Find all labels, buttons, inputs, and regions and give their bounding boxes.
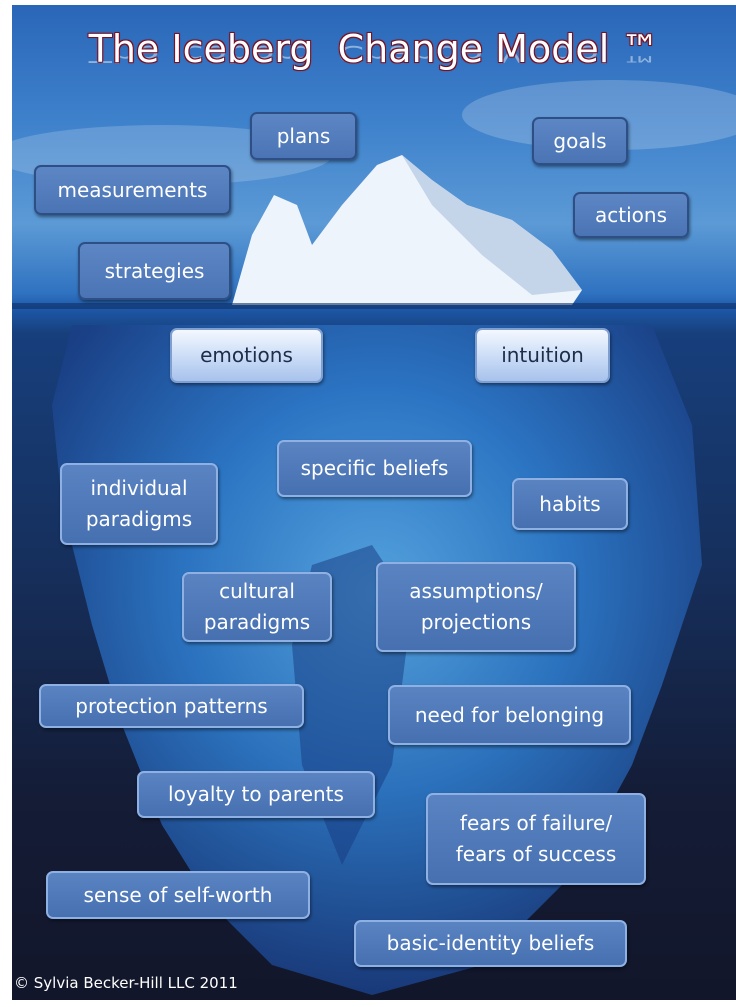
label-assumptions-projections: assumptions/ projections <box>376 562 576 652</box>
label-loyalty-to-parents: loyalty to parents <box>137 771 375 818</box>
copyright-notice: © Sylvia Becker-Hill LLC 2011 <box>14 974 238 992</box>
label-line: assumptions/ <box>409 579 543 603</box>
label-line: individual <box>90 476 188 500</box>
label-measurements: measurements <box>34 165 231 215</box>
label-protection-patterns: protection patterns <box>39 684 304 728</box>
label-emotions: emotions <box>170 328 323 383</box>
label-need-for-belonging: need for belonging <box>388 685 631 745</box>
cloud <box>462 80 736 150</box>
label-line: fears of failure/ <box>459 811 613 835</box>
label-sense-of-self-worth: sense of self-worth <box>46 871 310 919</box>
iceberg-tip <box>232 155 582 305</box>
waterline <box>12 303 736 309</box>
label-line: projections <box>420 610 532 634</box>
iceberg-tip-shadow <box>402 155 582 295</box>
label-intuition: intuition <box>475 328 610 383</box>
label-strategies: strategies <box>78 242 231 300</box>
label-actions: actions <box>573 192 689 238</box>
label-habits: habits <box>512 478 628 530</box>
label-line: cultural <box>219 579 295 603</box>
label-goals: goals <box>532 117 628 165</box>
label-individual-paradigms: individual paradigms <box>60 463 218 545</box>
label-plans: plans <box>250 112 357 160</box>
iceberg-poster: The Iceberg Change Model ™ The Iceberg C… <box>12 5 736 1000</box>
label-fears: fears of failure/ fears of success <box>426 793 646 885</box>
label-line: paradigms <box>85 507 193 531</box>
label-line: fears of success <box>455 842 617 866</box>
label-basic-identity-beliefs: basic-identity beliefs <box>354 920 627 967</box>
label-cultural-paradigms: cultural paradigms <box>182 572 332 642</box>
label-specific-beliefs: specific beliefs <box>277 440 472 497</box>
page-title: The Iceberg Change Model ™ <box>88 27 660 71</box>
label-line: paradigms <box>203 610 311 634</box>
